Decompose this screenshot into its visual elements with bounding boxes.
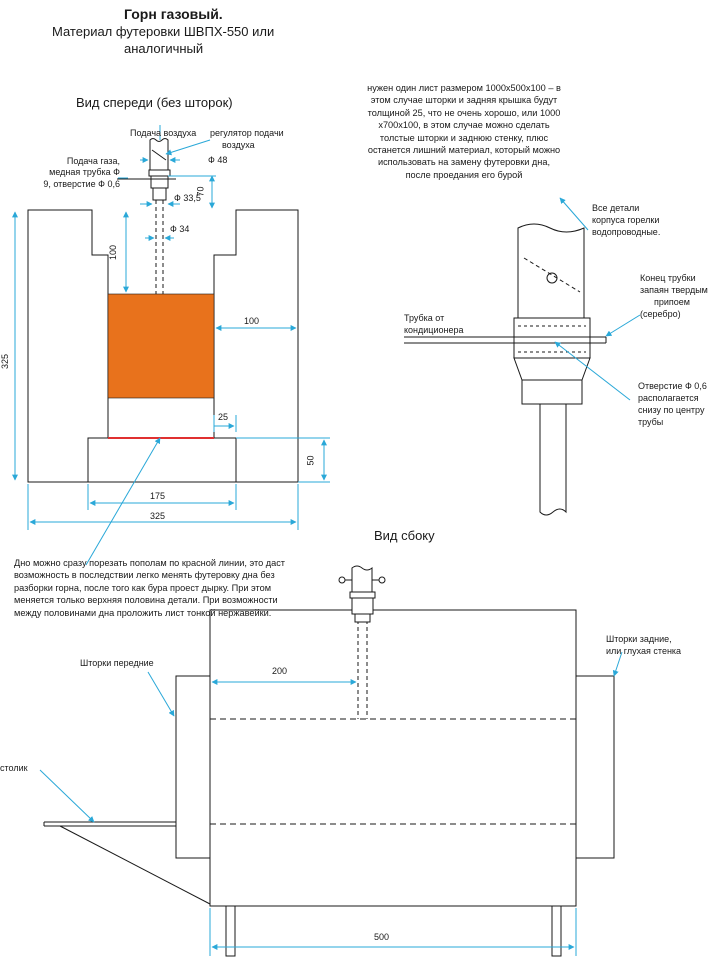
dim-175: 175 xyxy=(150,491,166,501)
hole-note-3: снизу по центру xyxy=(638,405,705,415)
tube-end-note-3: припоем xyxy=(654,297,690,307)
burner-detail xyxy=(513,223,591,516)
side-dimensions xyxy=(39,651,623,956)
dim-d48: Ф 48 xyxy=(208,155,228,165)
dim-25: 25 xyxy=(218,412,229,422)
page-subtitle-line1: Материал футеровки ШВПХ-550 или xyxy=(52,24,275,39)
gas-supply-label-1: Подача газа, xyxy=(66,156,120,166)
parts-note-3: водопроводные. xyxy=(592,227,661,237)
combustion-chamber xyxy=(107,293,215,399)
ac-tube-label-1: Трубка от xyxy=(404,313,445,323)
front-shutters-label: Шторки передние xyxy=(80,658,154,668)
burner-regulator-axis xyxy=(523,257,581,293)
front-dimensions xyxy=(12,125,330,566)
air-regulator-handle xyxy=(151,149,167,161)
air-regulator-label-2: воздуха xyxy=(222,140,255,150)
gas-supply-label-3: 9, отверстие Ф 0,6 xyxy=(43,179,120,189)
side-view-heading: Вид сбоку xyxy=(374,528,435,543)
hole-note-1: Отверстие Ф 0,6 xyxy=(638,381,707,391)
parts-note-1: Все детали xyxy=(592,203,640,213)
bottom-note: Дно можно сразу порезать пополам по крас… xyxy=(14,558,286,618)
dim-325-horizontal: 325 xyxy=(150,511,166,521)
air-regulator-label-1: регулятор подачи xyxy=(210,128,284,138)
dim-100-vertical: 100 xyxy=(108,244,119,261)
front-view-heading: Вид спереди (без шторок) xyxy=(76,95,233,110)
rear-shutters-label-2: или глухая стенка xyxy=(606,646,682,656)
page-subtitle-line2: аналогичный xyxy=(124,41,204,56)
hole-note-4: трубы xyxy=(638,417,664,427)
rear-shutters-label-1: Шторки задние, xyxy=(606,634,672,644)
dim-d34: Ф 34 xyxy=(170,224,190,234)
dim-500: 500 xyxy=(374,932,390,942)
air-supply-label: Подача воздуха xyxy=(130,128,197,138)
parts-note-2: корпуса горелки xyxy=(592,215,660,225)
dim-200: 200 xyxy=(272,666,288,676)
tube-end-note-1: Конец трубки xyxy=(640,273,696,283)
burner-leaders xyxy=(554,197,641,401)
dim-d33: Ф 33,5 xyxy=(174,193,201,203)
tube-end-note-4: (серебро) xyxy=(640,309,681,319)
table-label: столик xyxy=(0,763,28,773)
dim-50: 50 xyxy=(305,455,316,466)
side-burner xyxy=(338,565,386,623)
gas-supply-label-2: медная трубка Ф xyxy=(49,167,120,177)
ac-tube-label-2: кондиционера xyxy=(404,325,464,335)
dim-100-horizontal: 100 xyxy=(244,316,260,326)
page-title: Горн газовый. xyxy=(124,6,223,22)
hole-note-2: располагается xyxy=(638,393,699,403)
dim-70: 70 xyxy=(195,186,206,197)
tube-end-note-2: запаян твердым xyxy=(640,285,708,295)
side-view-body xyxy=(175,609,615,957)
front-burner xyxy=(117,138,176,201)
sheet-note: нужен один лист размером 1000х500х100 – … xyxy=(367,83,561,180)
dim-325-vertical: 325 xyxy=(0,353,11,370)
side-table xyxy=(43,821,211,905)
